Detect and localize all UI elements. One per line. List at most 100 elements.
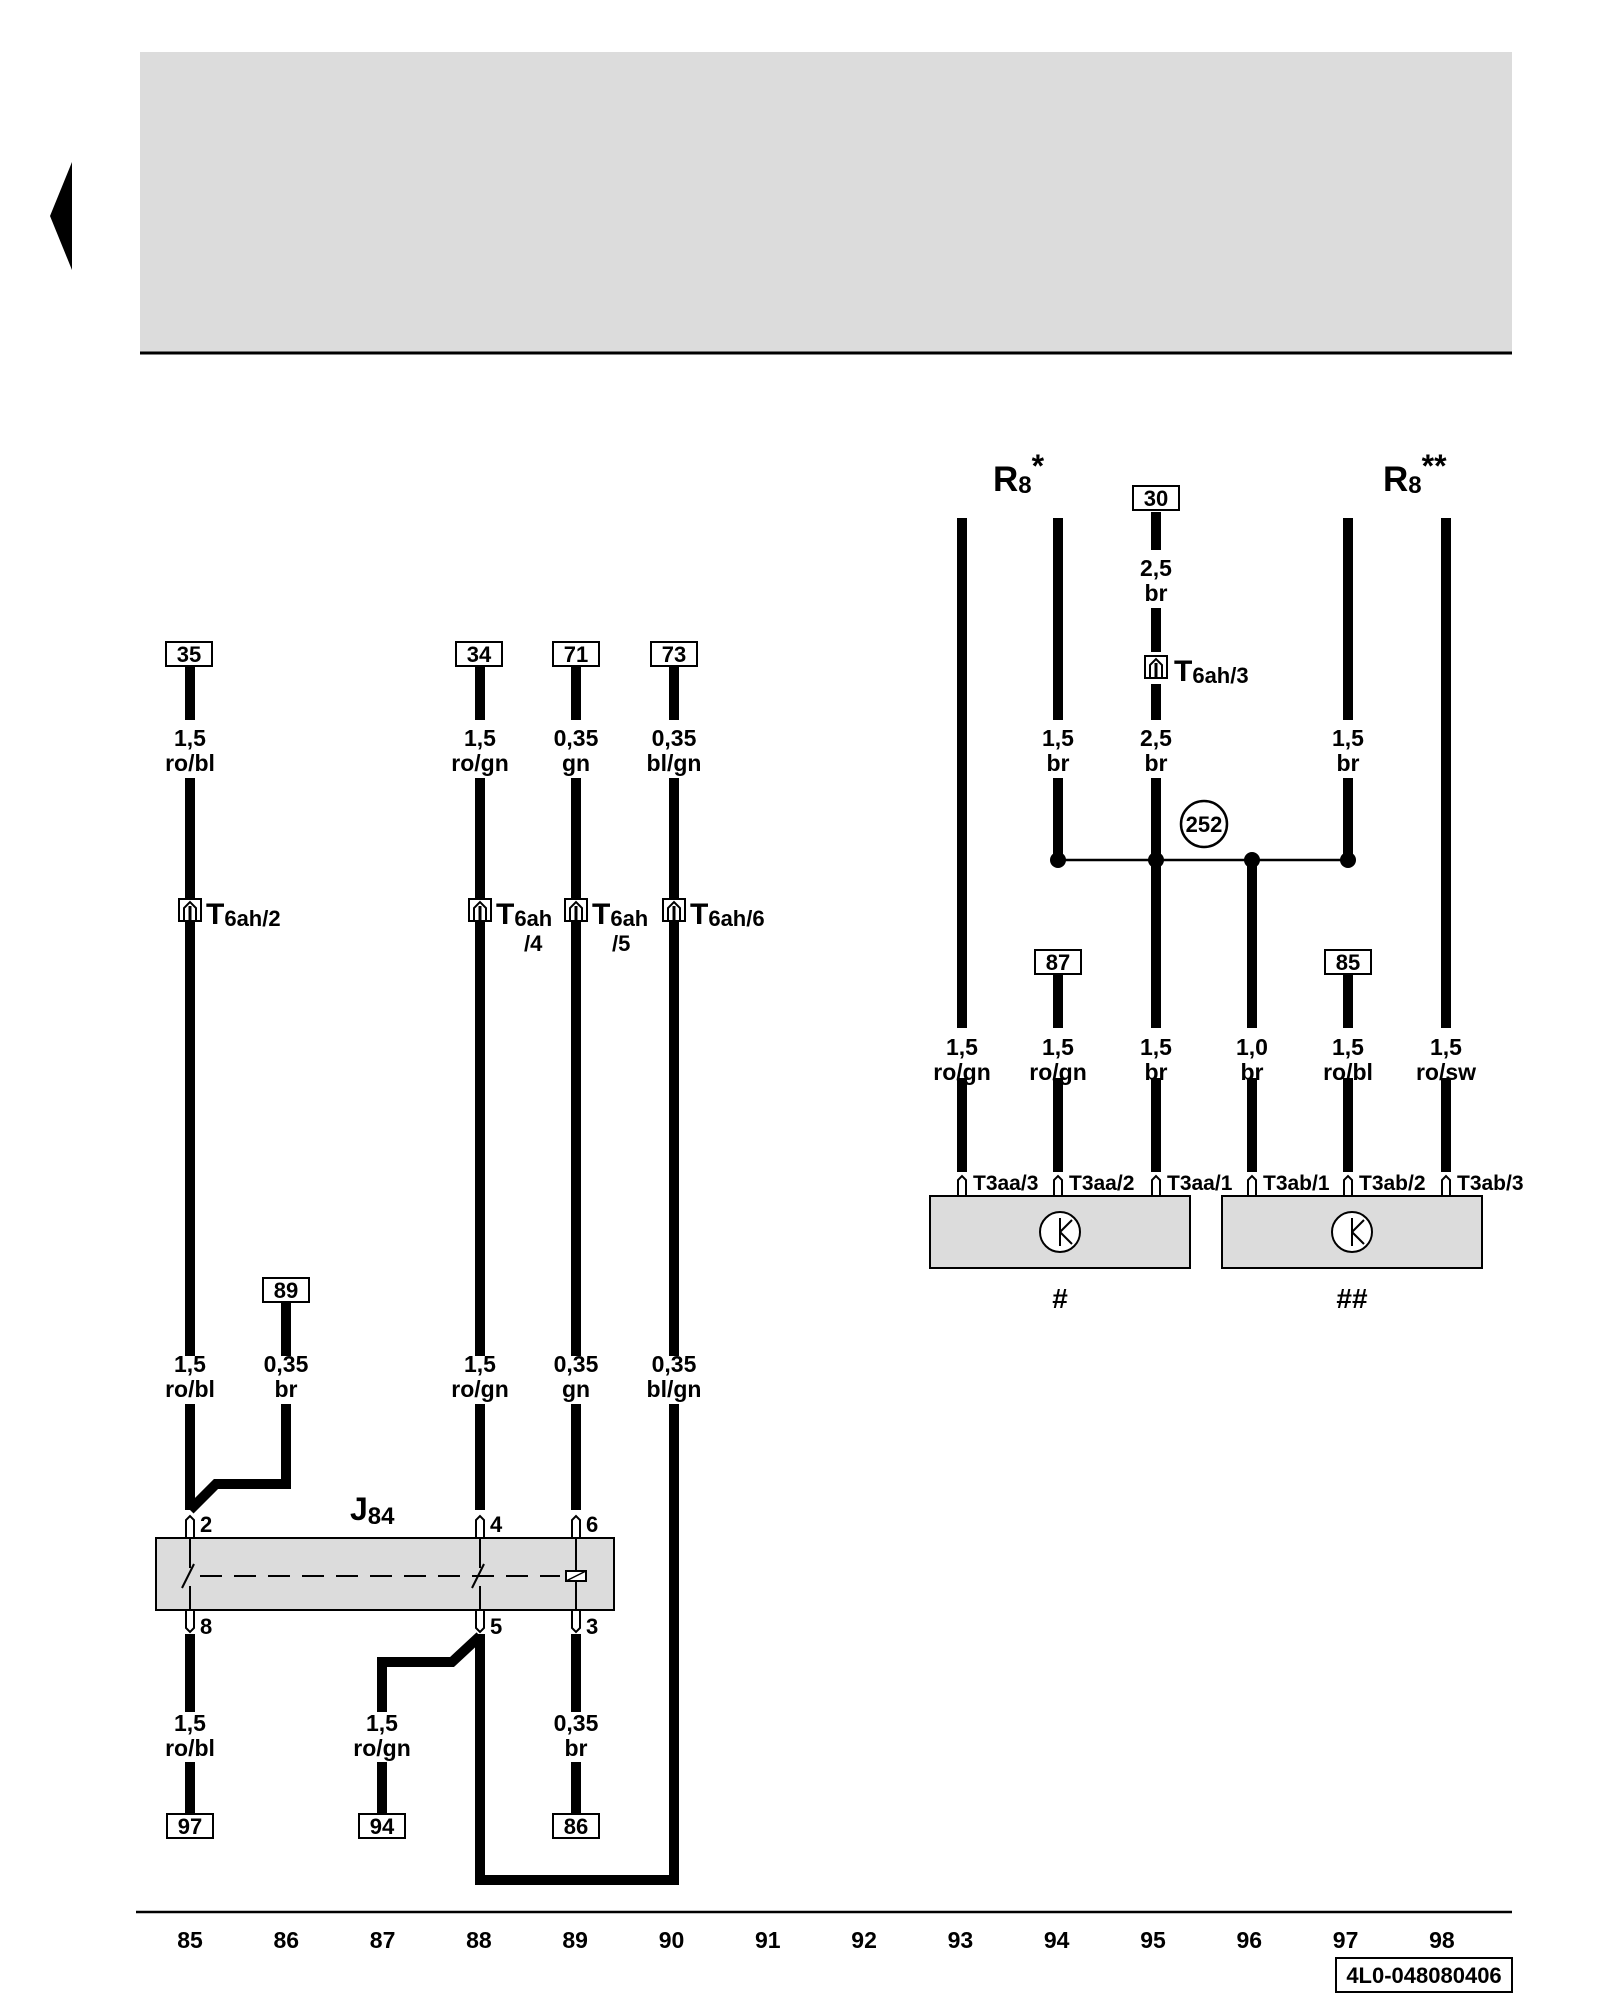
module-left-mark: # — [1052, 1283, 1068, 1314]
splice-95 — [1148, 852, 1164, 868]
j84-relay[interactable] — [155, 1537, 615, 1611]
svg-text:97: 97 — [178, 1814, 202, 1839]
wire-label: 0,35 — [652, 725, 697, 751]
ref-box-85[interactable]: 85 — [1324, 949, 1372, 975]
connector-label-t6ah-2: T6ah/2 — [206, 898, 281, 931]
pin-label: T3aa/3 — [973, 1172, 1038, 1195]
ref-box-97[interactable]: 97 — [166, 1813, 214, 1839]
wire-label: 2,5 — [1140, 555, 1172, 581]
ref-box-87[interactable]: 87 — [1034, 949, 1082, 975]
header-banner — [140, 52, 1512, 352]
wire-88-to-90-loop — [475, 1404, 679, 1885]
wire-label: 1,5 — [946, 1034, 978, 1060]
wire-label: br — [1241, 1059, 1264, 1085]
circle-symbol-icon — [1039, 1211, 1081, 1253]
wire-label: 1,5 — [1332, 1034, 1364, 1060]
ref-box-94[interactable]: 94 — [358, 1813, 406, 1839]
connector-label-t6ah-5-pin: /5 — [612, 931, 630, 956]
doc-code-box: 4L0-048080406 — [1335, 1957, 1513, 1993]
column-number: 96 — [1237, 1927, 1263, 1953]
ground-point-icon — [1179, 799, 1229, 849]
r8-right-label: R8** — [1383, 448, 1447, 499]
connector-pin-icon — [564, 898, 588, 922]
column-number: 89 — [562, 1927, 588, 1953]
wire-label: 0,35 — [554, 1351, 599, 1377]
wire-label: ro/bl — [165, 750, 215, 776]
wire-label: 1,5 — [174, 1710, 206, 1736]
wire-label: 1,5 — [464, 725, 496, 751]
connector-pin-icon — [178, 898, 202, 922]
wire-label: ro/bl — [165, 1376, 215, 1402]
wire-label: gn — [562, 750, 590, 776]
wire-label: 2,5 — [1140, 725, 1172, 751]
connector-pin-icon — [468, 898, 492, 922]
connector-label-t6ah-4: T6ah — [496, 898, 552, 931]
connector-label-t6ah-3: T6ah/3 — [1174, 655, 1249, 688]
wire-87-jog — [377, 1632, 484, 1712]
wire-label: 1,5 — [1332, 725, 1364, 751]
column-number: 93 — [948, 1927, 974, 1953]
column-number: 92 — [851, 1927, 877, 1953]
wire-label: 1,5 — [1140, 1034, 1172, 1060]
wire-label: br — [1145, 580, 1168, 606]
column-number: 86 — [274, 1927, 300, 1953]
ref-box-30[interactable]: 30 — [1132, 485, 1180, 511]
pin-label: T3ab/2 — [1359, 1172, 1426, 1195]
wire-label: br — [1047, 750, 1070, 776]
wire-label: ro/sw — [1416, 1059, 1476, 1085]
module-right-mark: ## — [1336, 1283, 1368, 1314]
connector-label-t6ah-5: T6ah — [592, 898, 648, 931]
svg-text:73: 73 — [662, 642, 686, 667]
ref-box-35[interactable]: 35 — [165, 641, 213, 667]
wire-labels: 1,5 ro/bl 1,5 ro/gn 0,35 gn 0,35 bl/gn 2… — [165, 555, 1476, 1761]
wire-label: ro/gn — [451, 1376, 509, 1402]
connectors-t6ah: T6ah/2 T6ah /4 T6ah /5 T6ah/6 T6ah/3 — [178, 655, 1249, 956]
wire-label: 1,5 — [1430, 1034, 1462, 1060]
ref-box-86[interactable]: 86 — [552, 1813, 600, 1839]
svg-text:86: 86 — [564, 1814, 588, 1839]
wire-label: gn — [562, 1376, 590, 1402]
splice-96 — [1244, 852, 1260, 868]
column-number: 94 — [1044, 1927, 1070, 1953]
ref-box-34[interactable]: 34 — [455, 641, 503, 667]
svg-text:89: 89 — [274, 1278, 298, 1303]
pin-label: T3ab/3 — [1457, 1172, 1524, 1195]
ref-box-71[interactable]: 71 — [552, 641, 600, 667]
column-number: 97 — [1333, 1927, 1359, 1953]
wire-label: 1,0 — [1236, 1034, 1268, 1060]
column-number: 95 — [1140, 1927, 1166, 1953]
pin-label: T3aa/1 — [1167, 1172, 1233, 1195]
back-arrow-icon[interactable] — [50, 162, 72, 270]
module-right[interactable] — [1221, 1195, 1483, 1269]
wire-label: 1,5 — [1042, 1034, 1074, 1060]
wire-label: 1,5 — [366, 1710, 398, 1736]
ref-box-89[interactable]: 89 — [262, 1277, 310, 1303]
column-number: 88 — [466, 1927, 492, 1953]
wire-label: br — [565, 1735, 588, 1761]
wire-label: 1,5 — [174, 725, 206, 751]
column-number: 98 — [1429, 1927, 1455, 1953]
module-left[interactable] — [929, 1195, 1191, 1269]
connector-label-t6ah-6: T6ah/6 — [690, 898, 765, 931]
wire-label: 0,35 — [554, 1710, 599, 1736]
pin-label: T3ab/1 — [1263, 1172, 1330, 1195]
svg-text:71: 71 — [564, 642, 588, 667]
svg-text:34: 34 — [467, 642, 492, 667]
wire-label: 1,5 — [464, 1351, 496, 1377]
relay-pins — [185, 1514, 581, 1634]
wire-label: br — [275, 1376, 298, 1402]
svg-text:85: 85 — [1336, 950, 1360, 975]
ref-box-73[interactable]: 73 — [650, 641, 698, 667]
circle-symbol-icon — [1331, 1211, 1373, 1253]
wire-label: br — [1145, 750, 1168, 776]
module-pins — [957, 1174, 1451, 1196]
r8-left-label: R8* — [993, 448, 1045, 499]
reference-boxes: 35 34 71 73 30 89 87 85 97 94 86 — [165, 485, 1372, 1839]
wire-label: 1,5 — [174, 1351, 206, 1377]
pin-label: 6 — [586, 1512, 598, 1537]
wires — [185, 512, 1451, 1885]
wire-label: ro/bl — [1323, 1059, 1373, 1085]
wire-label: br — [1145, 1059, 1168, 1085]
